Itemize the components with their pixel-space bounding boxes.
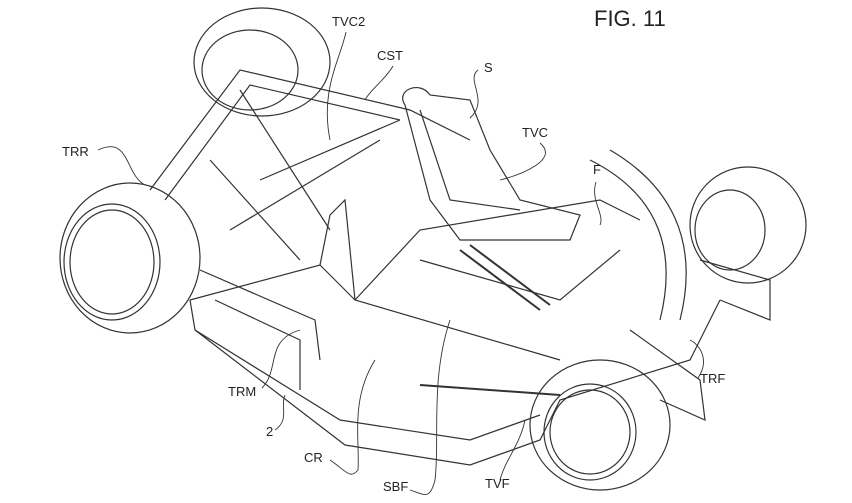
label-cr: CR	[304, 450, 323, 465]
rear-left-wheel	[59, 182, 201, 334]
leader-lines	[97, 31, 704, 495]
label-trr: TRR	[62, 144, 89, 159]
label-trm: TRM	[228, 384, 257, 399]
front-lower-wheel	[529, 359, 671, 491]
label-cst: CST	[377, 48, 403, 63]
label-tvf: TVF	[485, 476, 510, 491]
label-tvc2: TVC2	[332, 14, 366, 29]
seat	[402, 87, 581, 241]
label-trf: TRF	[700, 371, 726, 386]
front-right-wheel	[689, 166, 807, 284]
chassis-frame	[149, 69, 771, 466]
label-s: S	[484, 60, 493, 75]
label-tvc: TVC	[522, 125, 548, 140]
label-2: 2	[266, 424, 274, 439]
rear-upper-wheel	[193, 7, 331, 117]
label-f: F	[593, 162, 601, 177]
figure-title: FIG. 11	[594, 6, 666, 31]
label-sbf: SBF	[383, 479, 409, 494]
